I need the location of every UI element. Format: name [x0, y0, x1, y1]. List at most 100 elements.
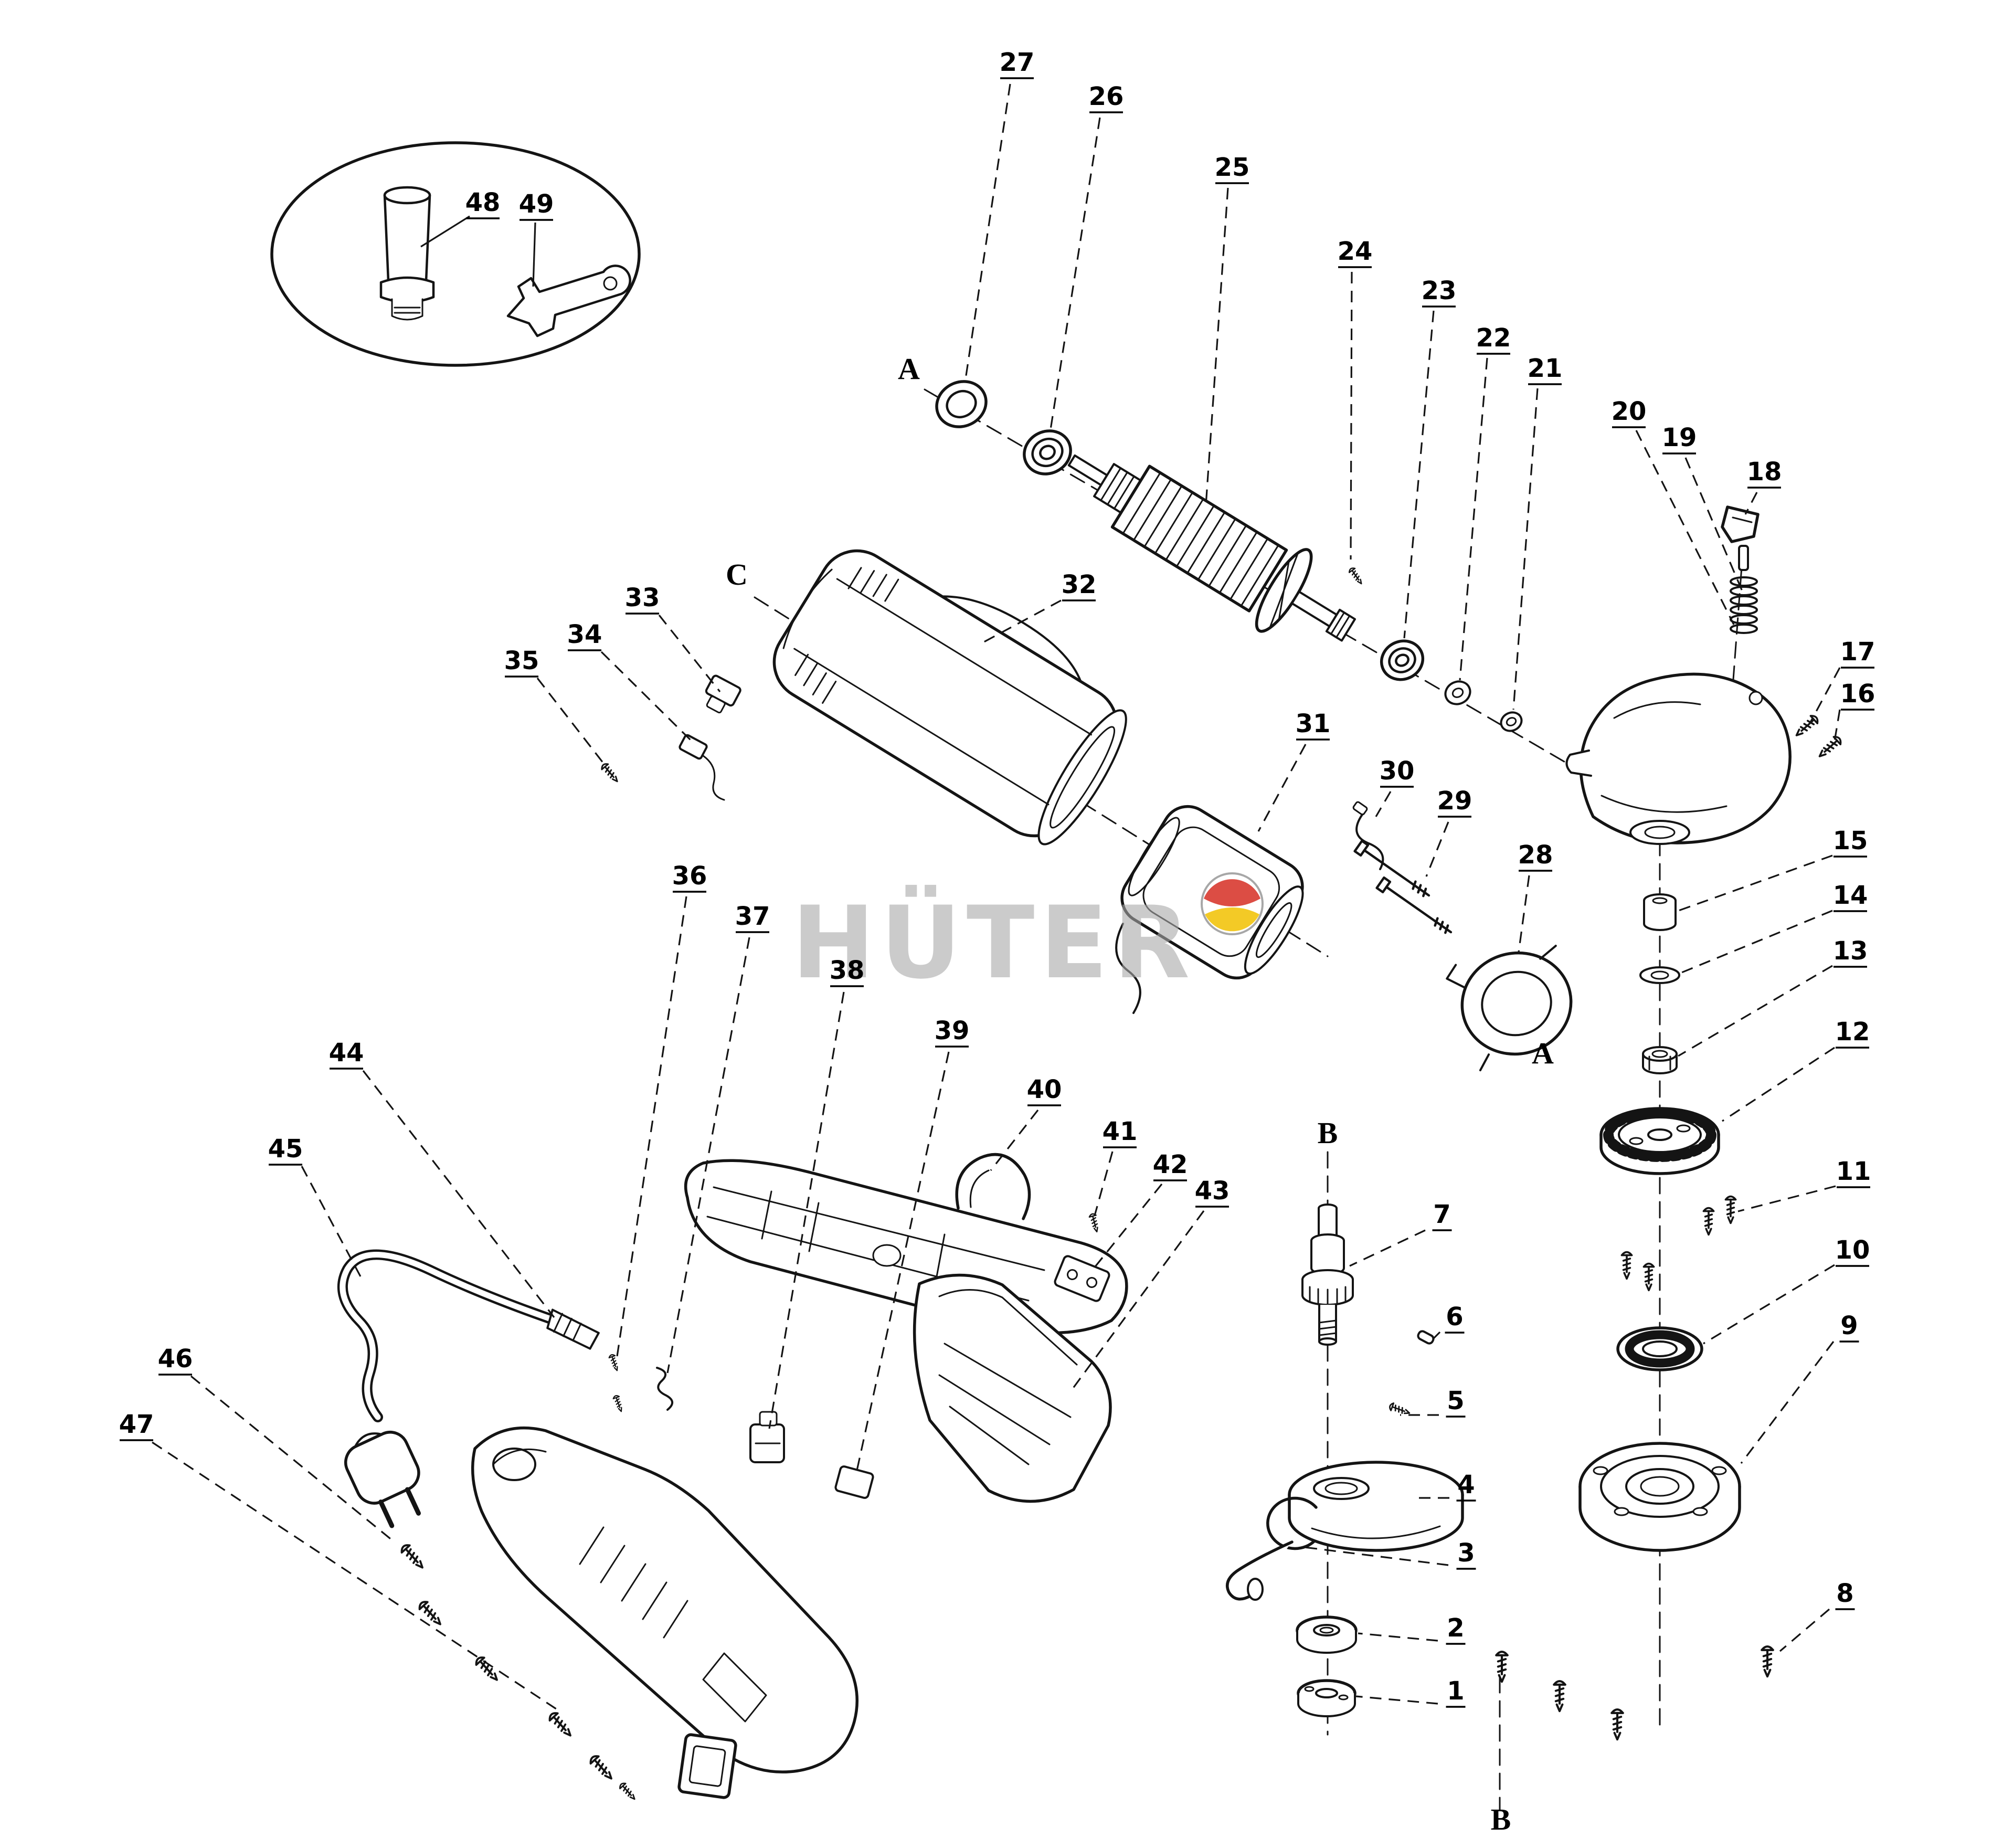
part-40-cover [955, 1153, 1031, 1220]
part-number-16: 16 [1840, 679, 1875, 709]
leader-line-16 [1834, 709, 1841, 742]
gear-head-housing-drawing [1565, 672, 1792, 845]
section-letter-c-1: C [726, 557, 748, 592]
housing-right-half-drawing [913, 1273, 1112, 1503]
part-23-bearing [1380, 639, 1425, 681]
part-12-gear [1599, 1107, 1720, 1175]
part-number-42: 42 [1153, 1150, 1188, 1179]
section-letter-b-4: B [1491, 1802, 1511, 1836]
part-7-spindle [1301, 1203, 1354, 1346]
part-32-motor-housing [772, 549, 1127, 846]
leader-line-40 [990, 1110, 1039, 1171]
part-22-washer [1444, 680, 1471, 705]
leader-line-10 [1703, 1264, 1835, 1345]
leader-line-11 [1737, 1185, 1836, 1212]
part-41-screw [1088, 1212, 1101, 1233]
leader-line-17 [1809, 667, 1841, 723]
part-label-46: 46 [158, 1344, 397, 1544]
part-16-screw [1815, 734, 1844, 761]
part-number-45: 45 [268, 1134, 303, 1164]
part-15-spacer [1643, 893, 1677, 931]
part-24-screw [1347, 566, 1365, 587]
leader-line-13 [1678, 965, 1833, 1057]
part-14-washer [1639, 966, 1680, 984]
section-letter-b-3: B [1318, 1116, 1338, 1150]
leader-line-35 [536, 678, 608, 768]
part-label-2: 2 [1358, 1613, 1466, 1645]
leader-line-28 [1518, 875, 1530, 953]
leader-line-6 [1432, 1331, 1441, 1340]
part-2-inner-flange [1296, 1615, 1358, 1654]
part-5-screw [1387, 1401, 1412, 1418]
leader-line-18 [1744, 492, 1758, 515]
part-20-lock-spring [1730, 576, 1758, 634]
leader-line-1 [1355, 1695, 1438, 1705]
leader-line-39 [855, 1051, 950, 1473]
cord-guard-drawing [546, 1308, 600, 1350]
part-label-36: 36 [616, 861, 707, 1357]
leader-line-23 [1403, 310, 1435, 639]
leader-line-15 [1677, 854, 1833, 912]
part-label-18: 18 [1744, 457, 1782, 515]
leader-line-20 [1635, 430, 1735, 625]
part-label-48: 48 [420, 188, 500, 248]
part-number-7: 7 [1433, 1200, 1450, 1229]
part-17-screw [1792, 713, 1821, 740]
part-label-49: 49 [519, 189, 554, 287]
part-label-16: 16 [1834, 679, 1875, 742]
leader-line-41 [1094, 1151, 1114, 1216]
housing-door-drawing [677, 1733, 737, 1799]
part-number-31: 31 [1296, 709, 1331, 738]
part-label-9: 9 [1740, 1311, 1859, 1464]
side-handle-drawing [379, 186, 435, 321]
part-label-35: 35 [504, 646, 608, 768]
part-label-11: 11 [1737, 1157, 1871, 1212]
part-number-27: 27 [1000, 48, 1035, 77]
part-label-45: 45 [268, 1134, 362, 1278]
part-label-1: 1 [1355, 1676, 1466, 1708]
part-number-19: 19 [1662, 423, 1697, 452]
section-letter-a-2: A [1532, 1036, 1554, 1070]
part-number-13: 13 [1833, 936, 1868, 966]
part-34-carbon-brush [679, 734, 725, 801]
leader-line-7 [1349, 1229, 1426, 1267]
part-number-46: 46 [158, 1344, 193, 1374]
part-25-armature [1067, 454, 1356, 642]
part-label-27: 27 [965, 48, 1035, 379]
part-27-ring [935, 380, 988, 428]
part-label-24: 24 [1338, 237, 1372, 560]
part-label-40: 40 [990, 1075, 1062, 1171]
part-number-20: 20 [1612, 397, 1647, 426]
section-letter-a-0: A [898, 352, 920, 386]
part-number-40: 40 [1027, 1075, 1062, 1104]
part-number-36: 36 [672, 861, 707, 891]
part-label-41: 41 [1094, 1117, 1137, 1216]
part-label-4: 4 [1419, 1470, 1476, 1502]
leader-line-22 [1459, 357, 1488, 681]
part-number-35: 35 [504, 646, 539, 675]
part-number-37: 37 [735, 902, 770, 931]
huter-logo [1201, 872, 1264, 935]
leader-line-42 [1090, 1183, 1163, 1272]
part-label-37: 37 [666, 902, 770, 1374]
part-label-32: 32 [979, 570, 1096, 646]
part-number-17: 17 [1840, 637, 1875, 667]
part-label-29: 29 [1425, 786, 1472, 877]
part-number-29: 29 [1437, 786, 1472, 816]
part-number-38: 38 [830, 956, 865, 985]
part-number-4: 4 [1457, 1470, 1475, 1499]
part-label-15: 15 [1677, 826, 1868, 912]
part-number-28: 28 [1518, 840, 1553, 870]
leader-line-24 [1350, 271, 1353, 560]
leader-line-38 [768, 991, 845, 1429]
leader-line-44 [362, 1070, 555, 1318]
power-cord-drawing [337, 1249, 560, 1422]
huter-watermark: HÜTER [792, 872, 1264, 1001]
leader-line-27 [965, 83, 1011, 379]
part-label-7: 7 [1349, 1200, 1452, 1267]
leader-line-29 [1425, 821, 1449, 877]
wrench-drawing [506, 265, 631, 337]
part-label-30: 30 [1375, 756, 1414, 817]
